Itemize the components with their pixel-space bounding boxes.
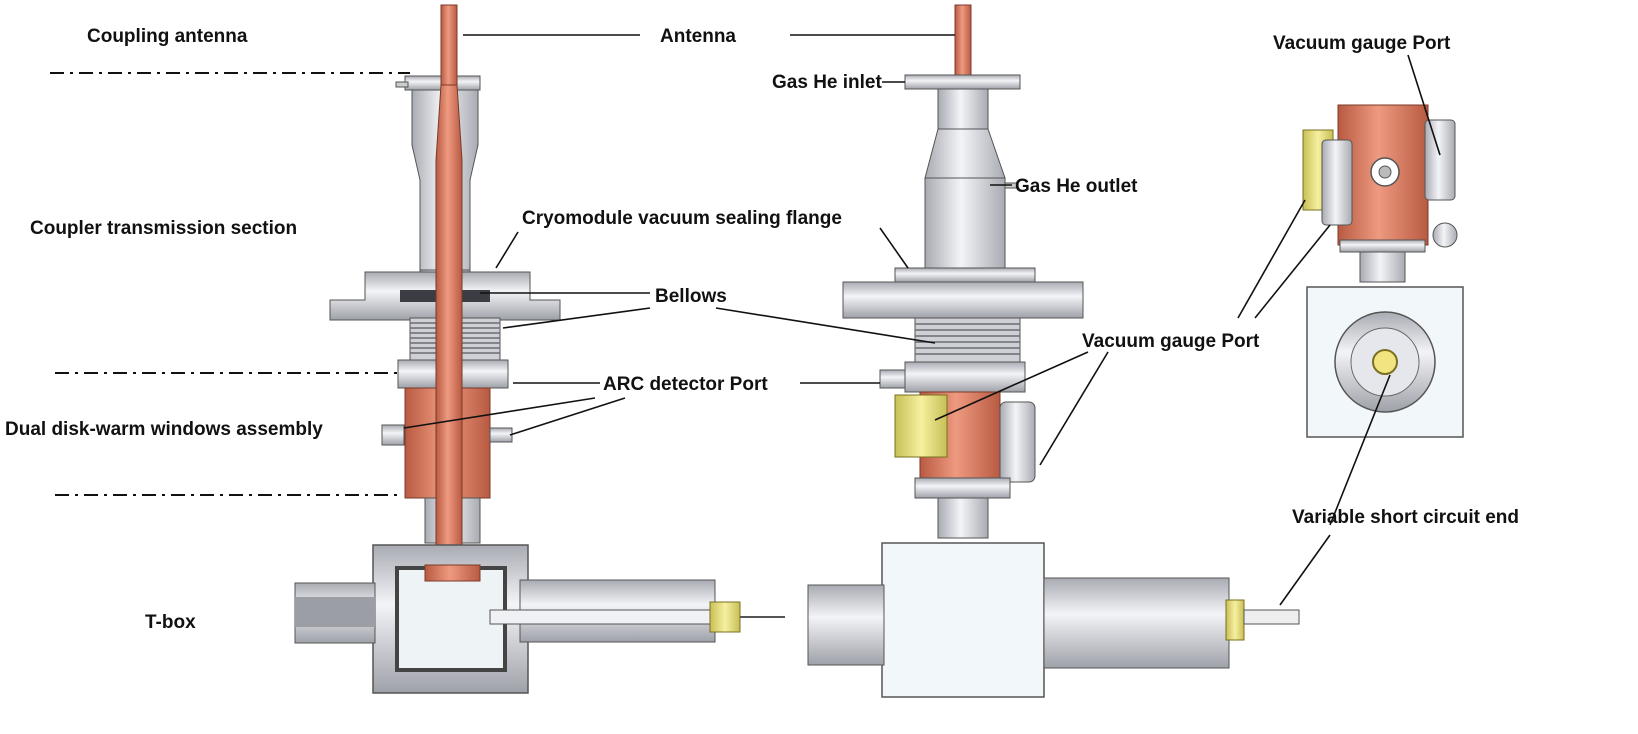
antenna-external [954,4,972,76]
main-outer-tube [924,177,1006,269]
side-short-circuit-end [1372,349,1398,375]
leader-flange-left [495,231,519,269]
leader-arc-window-1 [403,397,596,429]
tbox-left-external [807,584,885,666]
leader-short-circuit-side [1329,374,1391,526]
label-cryomodule-flange: Cryomodule vacuum sealing flange [522,208,842,229]
tbox-external [881,542,1045,698]
leader-vac-mid-3 [1237,199,1306,319]
gas-inlet-stub [395,81,409,88]
leader-vac-mid-1 [934,351,1089,421]
leader-lines [403,34,1441,606]
antenna-rod [435,84,463,561]
lower-flange-external [914,477,1011,499]
labels: Coupling antenna Antenna Gas He inlet Ga… [5,26,1519,633]
short-circuit-end-external [1225,599,1245,641]
label-variable-short-circuit-end: Variable short circuit end [1292,507,1519,528]
window-port-left [381,424,405,446]
label-arc-detector-port: ARC detector Port [603,374,768,395]
label-coupling-antenna: Coupling antenna [87,26,248,47]
external-view [807,4,1300,698]
tbox-right-external [1043,577,1230,669]
cross-section-view [50,4,785,694]
leader-bellows-left-2 [502,307,651,329]
leader-bellows-right [715,307,936,344]
label-gas-he-inlet: Gas He inlet [772,72,882,93]
leader-short-circuit-external [1279,534,1331,606]
label-coupler-transmission-section: Coupler transmission section [30,218,297,239]
vacuum-gauge-body [999,401,1036,483]
tbox-left-stub-inner [295,597,375,627]
leader-arc-window-2 [509,397,626,436]
side-valve [1424,119,1456,201]
lower-tube-external [937,497,989,539]
short-circuit-rod-external [1243,609,1300,625]
window-port-right [489,427,513,443]
section-separators [50,72,410,496]
label-dual-disk-windows: Dual disk-warm windows assembly [5,419,323,440]
vacuum-gauge-yellow [894,394,948,458]
arc-port-external [879,369,906,389]
side-view [1302,104,1464,438]
window-flange-external [904,361,1026,393]
leader-vac-mid-4 [1254,224,1331,319]
side-lower-flange [1339,239,1426,253]
side-neck [1359,251,1406,283]
leader-flange-right [879,227,909,269]
short-circuit-end-left [709,601,741,633]
label-antenna: Antenna [660,26,736,47]
taper-section [924,128,1006,179]
tbox-section-cavity [395,566,507,672]
antenna-rod-top [440,4,458,86]
side-valve-knob [1432,222,1458,248]
label-vacuum-gauge-port-mid: Vacuum gauge Port [1082,331,1260,352]
leader-vac-top [1407,54,1441,156]
side-port-center [1378,165,1392,179]
label-vacuum-gauge-port-top: Vacuum gauge Port [1273,33,1451,54]
label-gas-he-outlet: Gas He outlet [1015,176,1138,197]
upper-outer-tube [937,88,989,130]
leader-vac-mid-2 [1039,351,1109,466]
label-t-box: T-box [145,612,196,633]
bellows-external [914,317,1021,363]
short-circuit-inner [489,609,741,625]
antenna-tip [424,564,481,582]
label-bellows: Bellows [655,286,727,307]
gas-inlet-flange [904,74,1021,90]
cryomodule-flange-external [842,281,1084,319]
side-gauge-body [1321,139,1353,226]
flange-hub [894,267,1036,283]
